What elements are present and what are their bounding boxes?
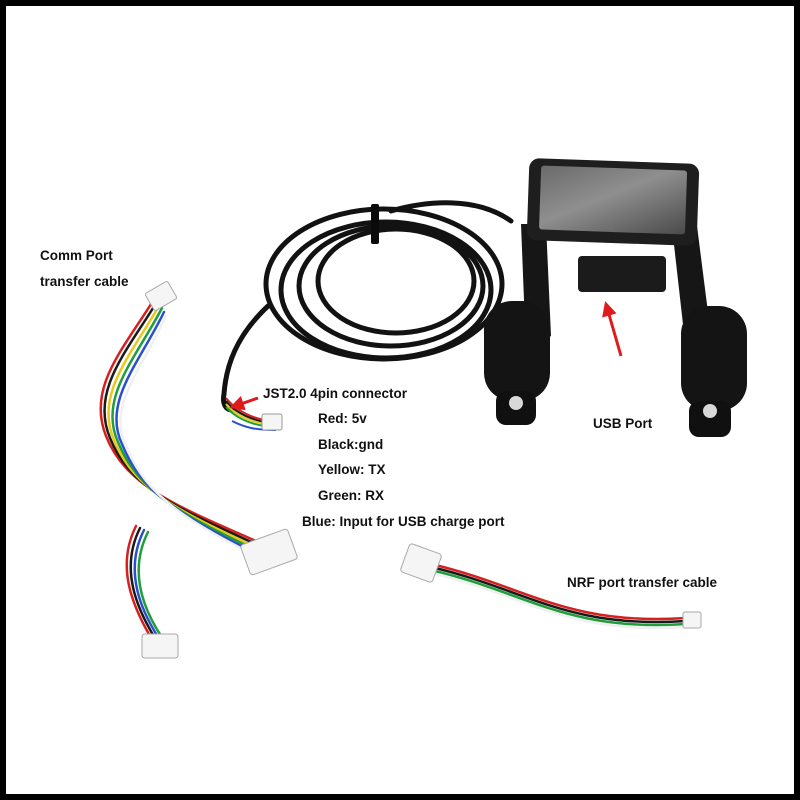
usb-port-label: USB Port	[593, 416, 653, 431]
comm-main-connector	[240, 528, 298, 576]
coiled-cable	[221, 200, 514, 413]
comm-bottom-connector	[141, 633, 179, 659]
cable-tie	[371, 204, 379, 244]
comm-port-cable	[99, 294, 268, 648]
usb-arrow	[602, 301, 623, 357]
pin-black-label: Black:gnd	[318, 437, 384, 452]
pin-yellow-label: Yellow: TX	[318, 462, 386, 477]
pin-blue-label: Blue: Input for USB charge port	[302, 514, 505, 529]
photo-frame: Comm Port transfer cable JST2.0 4pin con…	[6, 6, 794, 794]
jst-arrow	[229, 395, 259, 411]
pin-red-label: Red: 5v	[318, 411, 367, 426]
jst-connector	[261, 413, 283, 431]
nrf-left-connector	[400, 543, 442, 583]
comm-top-connector	[144, 281, 178, 311]
nrf-cable	[429, 562, 688, 630]
pin-green-label: Green: RX	[318, 488, 385, 503]
nrf-right-connector	[682, 611, 702, 629]
product-photo	[99, 158, 747, 659]
nrf-cable-label: NRF port transfer cable	[567, 575, 718, 590]
display-unit	[484, 158, 747, 437]
comm-port-label-line2: transfer cable	[40, 274, 129, 289]
comm-port-label-line1: Comm Port	[40, 248, 113, 263]
jst-connector-label: JST2.0 4pin connector	[263, 386, 408, 401]
